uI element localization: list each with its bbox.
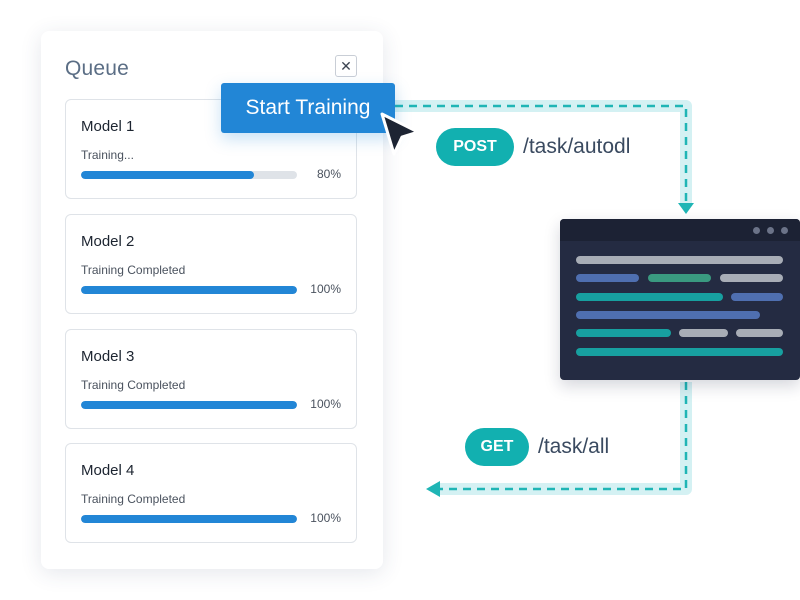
- progress-bar: [81, 401, 297, 409]
- code-line: [576, 256, 783, 264]
- code-line: [576, 348, 783, 356]
- code-line: [576, 274, 639, 282]
- model-status: Training...: [81, 148, 134, 162]
- model-status: Training Completed: [81, 263, 186, 277]
- code-line: [576, 329, 671, 337]
- model-status: Training Completed: [81, 492, 186, 506]
- progress-bar: [81, 515, 297, 523]
- window-control-dot: [781, 227, 788, 234]
- post-endpoint: /task/autodl: [523, 135, 631, 158]
- model-name: Model 4: [81, 462, 135, 479]
- window-control-dot: [753, 227, 760, 234]
- get-method-badge: GET: [465, 428, 529, 466]
- progress-fill: [81, 515, 297, 523]
- progress-fill: [81, 286, 297, 294]
- model-name: Model 1: [81, 118, 135, 135]
- progress-percent: 80%: [316, 167, 341, 181]
- close-icon: ✕: [340, 57, 352, 74]
- server-terminal: [560, 219, 800, 380]
- progress-percent: 100%: [310, 397, 341, 411]
- progress-percent: 100%: [310, 282, 341, 296]
- code-line: [576, 293, 723, 301]
- queue-title: Queue: [65, 57, 130, 80]
- get-arrowhead: [426, 481, 440, 497]
- code-line: [736, 329, 783, 337]
- model-card[interactable]: Model 4 Training Completed 100%: [65, 443, 357, 543]
- code-line: [576, 311, 760, 319]
- model-card[interactable]: Model 2 Training Completed 100%: [65, 214, 357, 314]
- window-control-dot: [767, 227, 774, 234]
- start-training-button[interactable]: Start Training: [221, 83, 395, 133]
- progress-bar: [81, 171, 297, 179]
- progress-fill: [81, 401, 297, 409]
- queue-panel: Queue ✕ Model 1 Training... 80% Model 2 …: [41, 31, 383, 569]
- progress-fill: [81, 171, 254, 179]
- progress-bar: [81, 286, 297, 294]
- code-line: [731, 293, 783, 301]
- code-line: [648, 274, 711, 282]
- model-status: Training Completed: [81, 378, 186, 392]
- code-line: [679, 329, 728, 337]
- post-method-badge: POST: [436, 128, 514, 166]
- code-line: [720, 274, 783, 282]
- get-flow-line: [440, 382, 688, 491]
- post-arrowhead: [678, 203, 694, 214]
- model-card[interactable]: Model 1 Training... 80%: [65, 99, 357, 199]
- close-button[interactable]: ✕: [335, 55, 357, 77]
- model-name: Model 3: [81, 348, 135, 365]
- post-flow-line: [395, 104, 688, 206]
- get-endpoint: /task/all: [538, 435, 610, 458]
- cursor-arrow-icon: [380, 112, 420, 156]
- model-card[interactable]: Model 3 Training Completed 100%: [65, 329, 357, 429]
- terminal-title-bar: [560, 219, 800, 241]
- progress-percent: 100%: [310, 511, 341, 525]
- model-name: Model 2: [81, 233, 135, 250]
